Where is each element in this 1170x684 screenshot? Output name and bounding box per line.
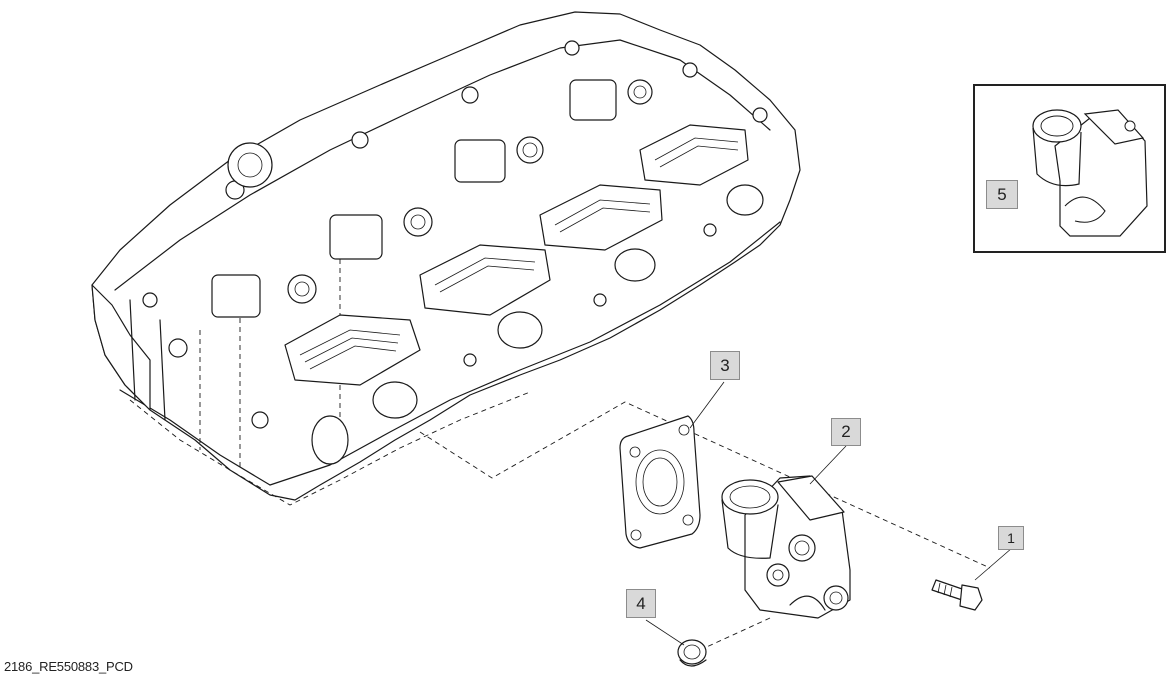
callout-4: 4 — [626, 589, 656, 618]
inset-drawing — [1032, 109, 1148, 237]
callout-2: 2 — [831, 418, 861, 446]
bolt-part — [931, 579, 983, 611]
callout-5: 5 — [986, 180, 1018, 209]
cylinder-head — [91, 11, 801, 506]
plug-part — [677, 639, 707, 667]
assembly-line-gasket — [419, 401, 991, 569]
callout-3: 3 — [710, 351, 740, 380]
leader-3 — [689, 381, 725, 429]
leader-1 — [974, 547, 1013, 581]
drawing-id-label: 2186_RE550883_PCD — [4, 659, 133, 674]
callout-1: 1 — [998, 526, 1024, 550]
thermostat-housing-part — [721, 475, 851, 619]
gasket-part — [619, 415, 701, 549]
leader-4 — [645, 619, 685, 646]
leader-2 — [809, 445, 847, 485]
detail-inset — [973, 84, 1166, 253]
assembly-line-plug — [699, 617, 771, 651]
